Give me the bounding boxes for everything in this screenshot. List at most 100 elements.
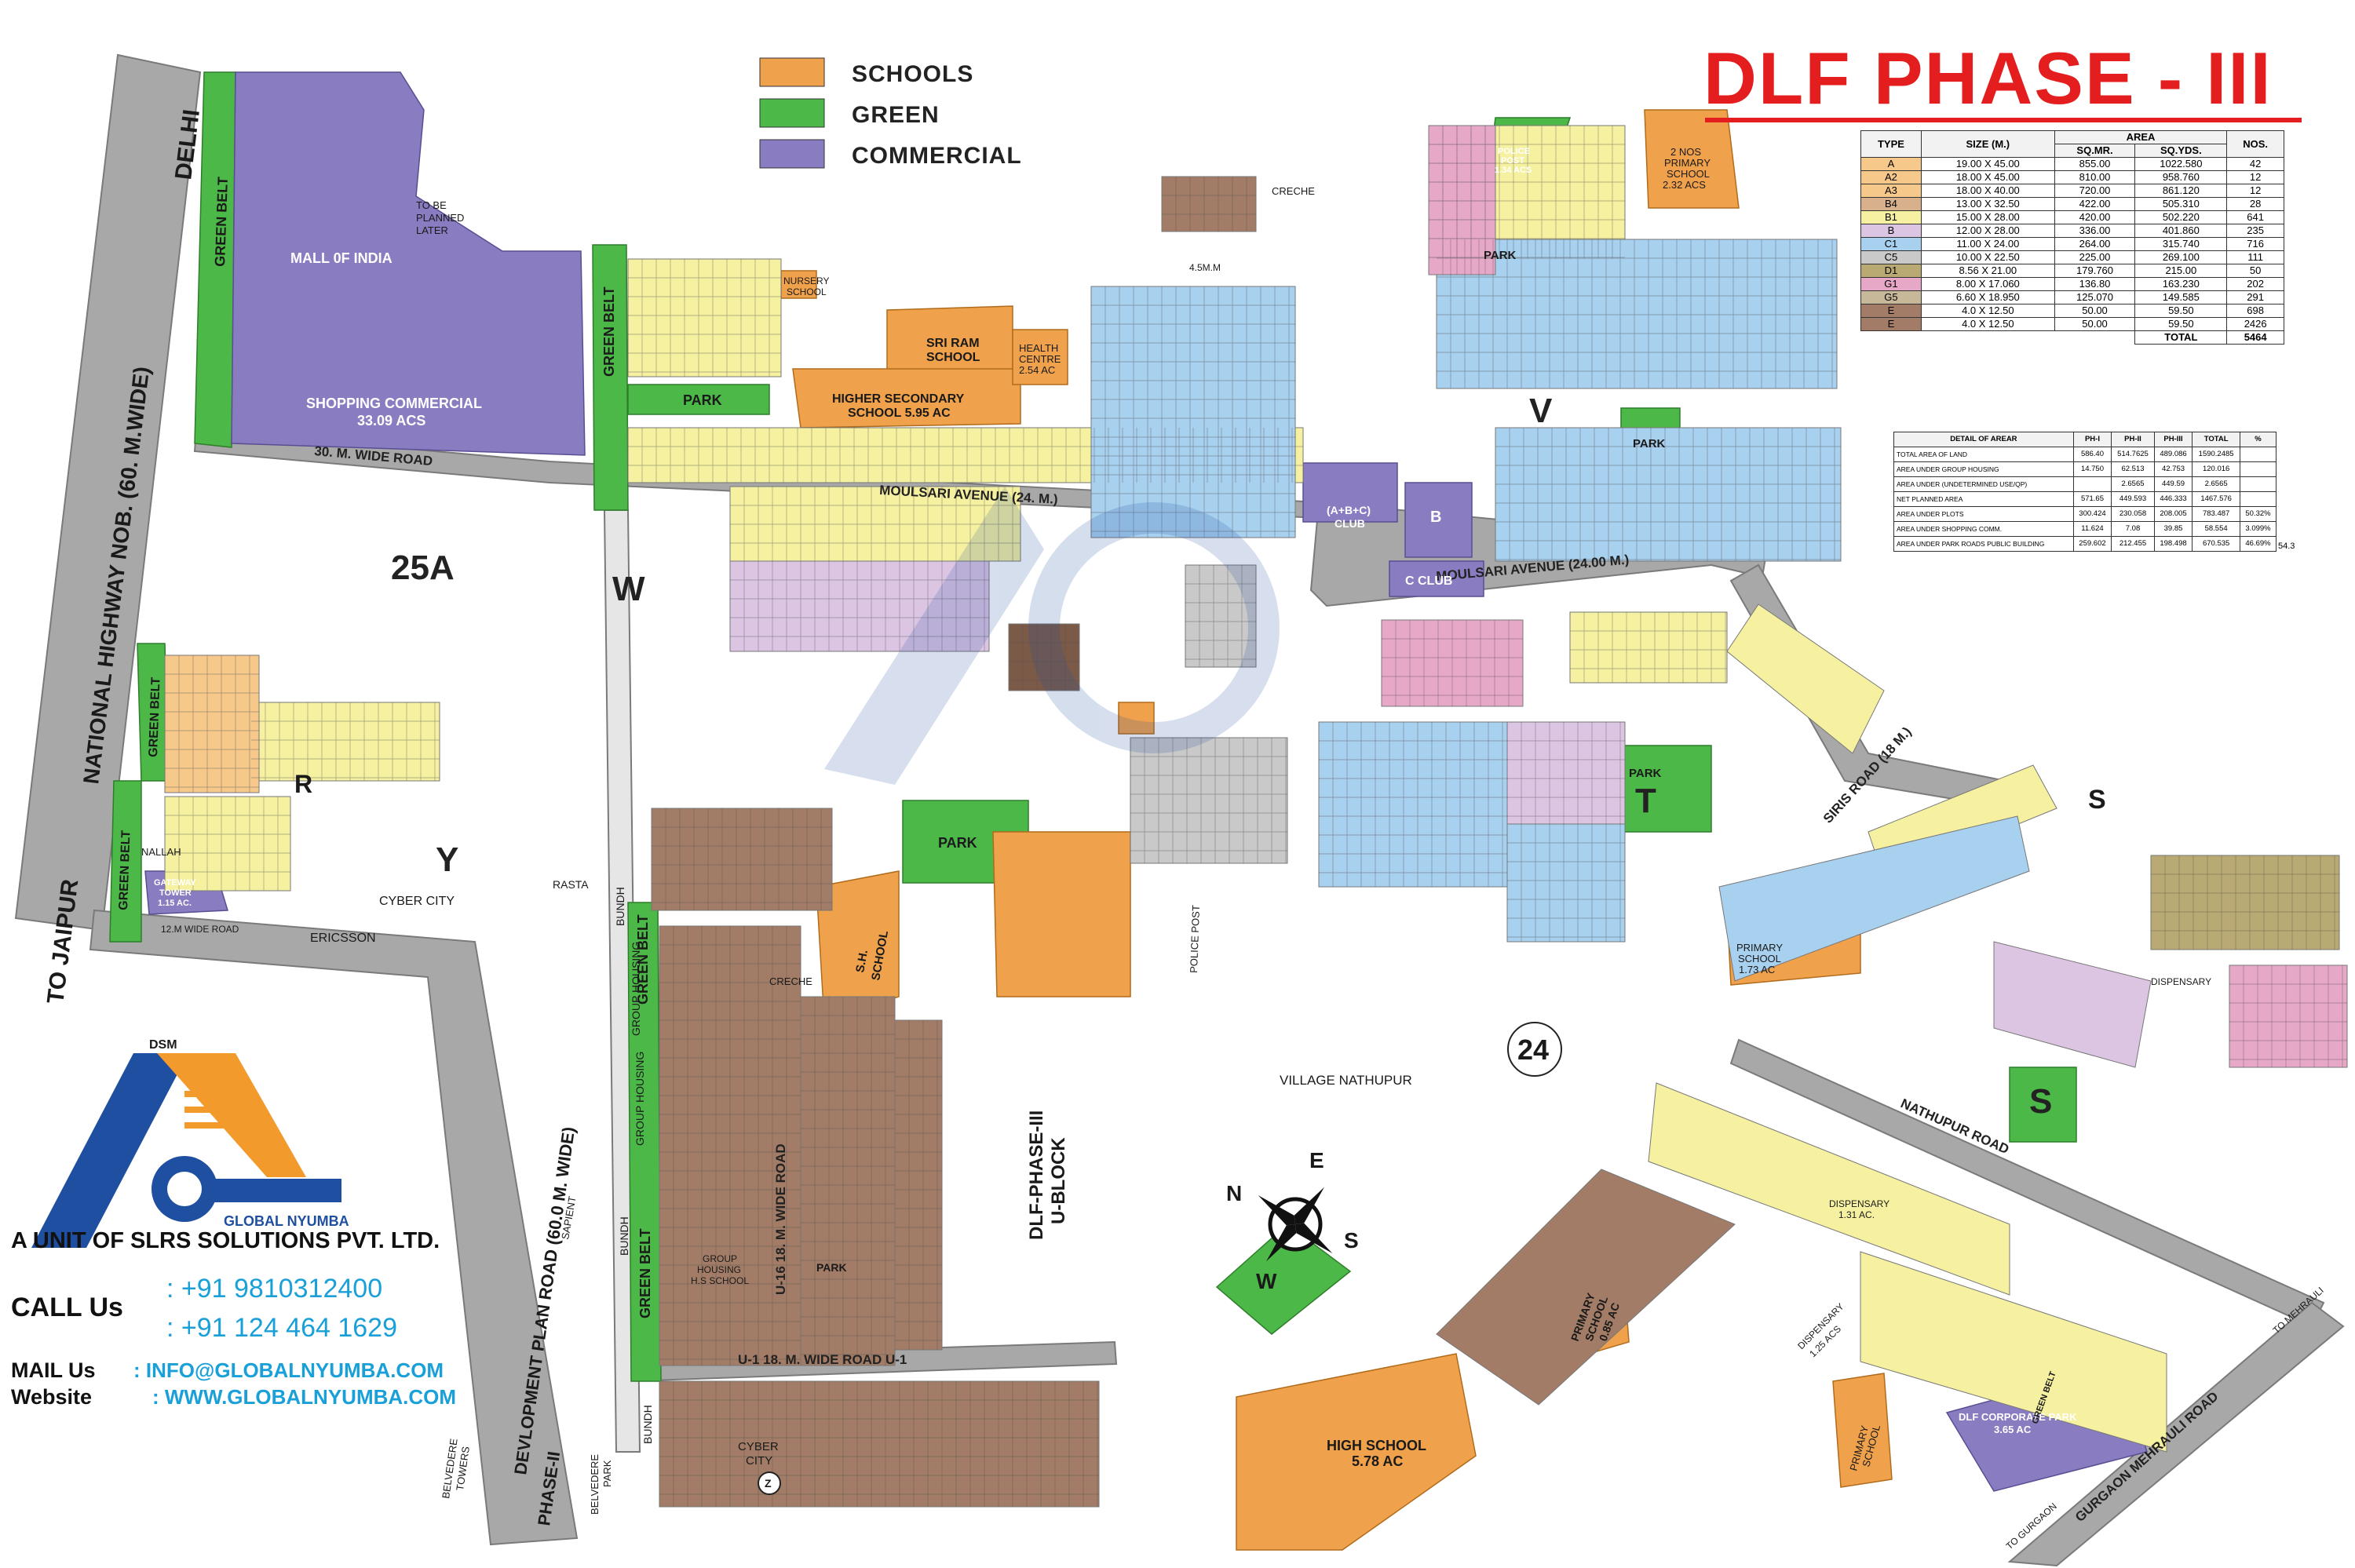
nos-cell: 42 xyxy=(2226,157,2284,171)
area-cell: TOTAL AREA OF LAND xyxy=(1893,447,2074,462)
col-type: TYPE xyxy=(1860,130,1922,158)
area-cell: 14.750 xyxy=(2072,461,2112,477)
sqm-cell: 855.00 xyxy=(2054,157,2136,171)
cyber-z-circle xyxy=(758,1471,781,1495)
area-col-header: PH-I xyxy=(2072,432,2112,447)
phone-2[interactable]: : +91 124 464 1629 xyxy=(166,1313,397,1343)
type-cell: A2 xyxy=(1860,170,1922,184)
type-cell: C5 xyxy=(1860,250,1922,264)
type-cell: A3 xyxy=(1860,184,1922,198)
plots-d1-2 xyxy=(1008,623,1080,691)
mail-us-label: MAIL Us xyxy=(11,1358,96,1382)
label-zone-t: T xyxy=(1635,782,1656,820)
label-high-school-1: HIGH SCHOOL xyxy=(1327,1438,1426,1453)
logo-dsm: DSM xyxy=(149,1038,177,1052)
label-gateway-1: GATEWAY xyxy=(154,878,196,888)
label-u-block-1: DLF-PHASE-III xyxy=(1026,1110,1047,1240)
label-zone-24: 24 xyxy=(1517,1034,1549,1066)
plots-e-u-right xyxy=(894,1019,943,1351)
label-green-belt-5: GREEN BELT xyxy=(117,830,133,910)
label-u-road: U-16 18. M. WIDE ROAD xyxy=(773,1143,788,1295)
label-ericsson: ERICSSON xyxy=(310,932,376,945)
label-park-w: PARK xyxy=(938,835,977,851)
park-s-block xyxy=(2009,1067,2077,1143)
area-cell: 259.602 xyxy=(2072,536,2112,552)
club-c xyxy=(1389,560,1484,597)
size-cell: 18.00 X 45.00 xyxy=(1920,170,2055,184)
club-b xyxy=(1404,482,1473,558)
size-cell: 10.00 X 22.50 xyxy=(1920,250,2055,264)
school-orange-mid xyxy=(992,831,1131,997)
label-zone-r: R xyxy=(294,770,312,798)
nos-cell: 641 xyxy=(2226,210,2284,224)
plots-c5-2 xyxy=(1185,564,1257,668)
sqyds-cell: 401.860 xyxy=(2134,224,2228,238)
plots-b1-s2 xyxy=(1860,1251,2167,1453)
label-park-v: PARK xyxy=(1633,437,1666,450)
area-cell: 208.005 xyxy=(2153,506,2193,522)
label-group-housing-2: GROUP HOUSING xyxy=(633,1052,646,1146)
label-primary-2nos-1: 2 NOS xyxy=(1670,146,1701,158)
website-link[interactable]: : WWW.GLOBALNYUMBA.COM xyxy=(152,1385,457,1409)
col-area: AREA xyxy=(2054,130,2228,144)
development-plan-road xyxy=(89,909,579,1546)
area-cell: AREA UNDER PARK ROADS PUBLIC BUILDING xyxy=(1893,536,2074,552)
label-cyber-city-2b: CITY xyxy=(746,1454,772,1468)
label-gh-school-2: HOUSING xyxy=(697,1264,741,1275)
sqyds-cell: 958.760 xyxy=(2134,170,2228,184)
label-park-t: PARK xyxy=(1629,767,1662,780)
green-belt-left-top xyxy=(194,71,236,448)
area-cell: 514.7625 xyxy=(2111,447,2155,462)
area-cell: 3.099% xyxy=(2240,521,2276,537)
label-gateway-2: TOWER xyxy=(159,888,192,898)
legend-label-commercial: COMMERCIAL xyxy=(852,143,1022,169)
compass-rose: N E S W xyxy=(1226,1148,1359,1293)
label-park-v39: PARK xyxy=(683,392,722,408)
label-primary-2nos-4: 2.32 ACS xyxy=(1663,179,1706,191)
sqm-cell: 720.00 xyxy=(2054,184,2136,198)
area-cell: 1590.2485 xyxy=(2192,447,2241,462)
call-us-label: CALL Us xyxy=(11,1293,123,1322)
nos-cell: 12 xyxy=(2226,184,2284,198)
area-cell: 198.498 xyxy=(2153,536,2193,552)
area-cell: 230.058 xyxy=(2111,506,2155,522)
area-cell xyxy=(2072,476,2112,492)
label-dispensary-1: DISPENSARY xyxy=(2151,976,2211,987)
park-v39 xyxy=(627,384,770,415)
area-cell: AREA UNDER GROUP HOUSING xyxy=(1893,461,2074,477)
plots-c5 xyxy=(1130,737,1288,864)
website-label: Website xyxy=(11,1385,93,1409)
area-col-header: % xyxy=(2240,432,2276,447)
area-cell: 212.455 xyxy=(2111,536,2155,552)
label-village: VILLAGE NATHUPUR xyxy=(1280,1073,1412,1088)
label-bundh-3: BUNDH xyxy=(641,1405,654,1444)
plots-b1-t xyxy=(1569,611,1728,684)
sqm-cell: 264.00 xyxy=(2054,237,2136,251)
green-belt-y xyxy=(109,780,142,943)
label-park-u: PARK xyxy=(816,1261,847,1274)
email-link[interactable]: : INFO@GLOBALNYUMBA.COM xyxy=(133,1358,444,1382)
sqyds-cell: 149.585 xyxy=(2134,290,2228,304)
plot-type-table: TYPE SIZE (M.) AREA NOS. SQ.MR. SQ.YDS. … xyxy=(1860,130,2284,345)
sqyds-cell: 315.740 xyxy=(2134,237,2228,251)
sqyds-cell: 59.50 xyxy=(2134,317,2228,331)
label-zone-s2: S xyxy=(2088,785,2106,815)
size-cell: 15.00 X 28.00 xyxy=(1920,210,2055,224)
type-cell: D1 xyxy=(1860,264,1922,278)
plots-e-s xyxy=(1436,1169,1736,1406)
phone-1[interactable]: : +91 9810312400 xyxy=(166,1274,383,1304)
area-cell: 783.487 xyxy=(2192,506,2241,522)
legend-label-schools: SCHOOLS xyxy=(852,61,973,87)
plots-c1-f xyxy=(1506,823,1626,943)
label-club-c: C CLUB xyxy=(1405,574,1452,588)
plots-a-r xyxy=(164,655,260,793)
school-n-s xyxy=(1118,702,1155,735)
plots-c1-top xyxy=(1090,286,1296,538)
